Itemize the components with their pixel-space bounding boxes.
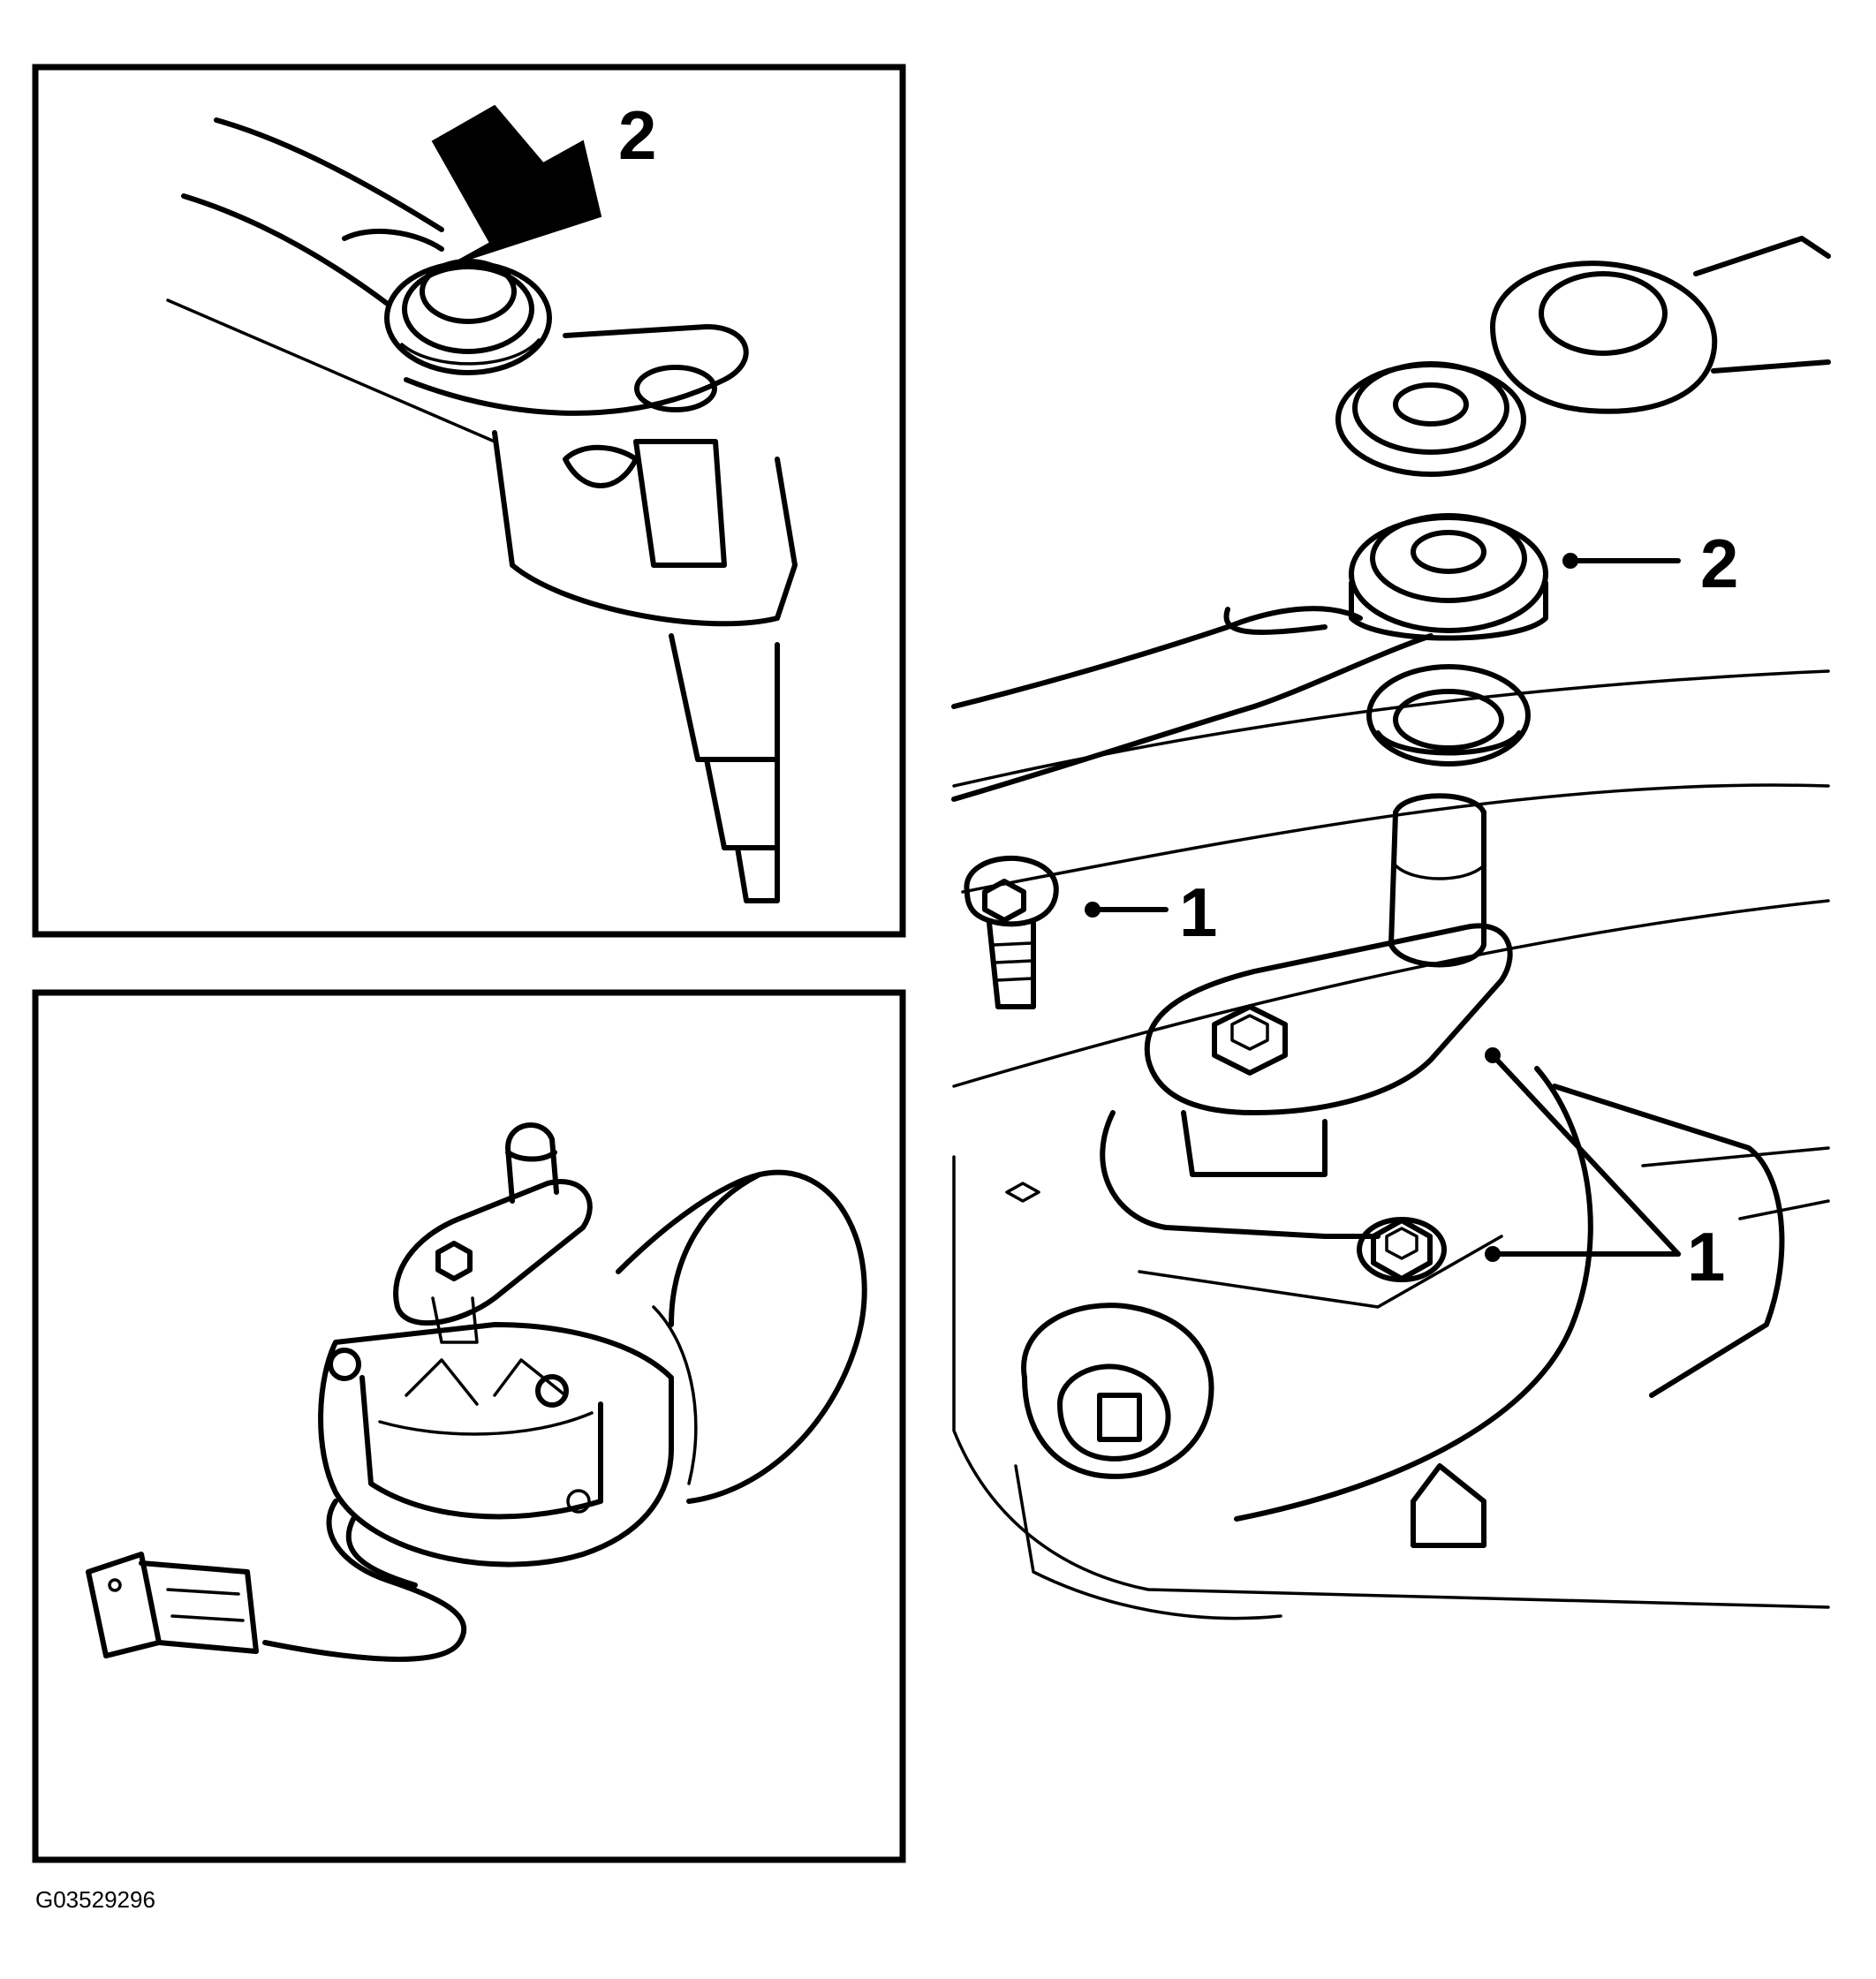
cowl-panel-outline	[952, 669, 1830, 1609]
motor-spindle-shaft	[1388, 793, 1486, 968]
wiring-harness-connector	[86, 1499, 467, 1662]
callout-label-2: 2	[1700, 525, 1738, 602]
motor-can	[616, 1169, 867, 1504]
ball-joint-socket	[384, 259, 552, 375]
inset-frame-bottom	[32, 989, 906, 1863]
motor-spindle	[492, 430, 798, 903]
housing-bolt	[1357, 1217, 1447, 1282]
main-gearbox-housing	[1014, 1066, 1785, 1620]
upper-bushing	[1335, 361, 1526, 477]
mounting-bolt	[964, 855, 1059, 1009]
inset-linkage-press-fit: 2	[32, 64, 906, 938]
linkage-arm	[166, 117, 496, 443]
upper-pivot-arm	[1490, 236, 1831, 414]
lower-bushing	[1366, 664, 1531, 767]
gearbox-housing	[318, 1322, 674, 1567]
locating-tab	[1005, 1182, 1040, 1203]
figure-id: G03529296	[35, 1886, 155, 1913]
callout-label-1-bolt: 1	[1179, 873, 1217, 951]
linkage-arm-pivot	[951, 513, 1548, 802]
callout-leaders	[1085, 553, 1681, 1262]
main-exploded-view: 2 1 1	[951, 236, 1831, 1620]
crank-plate	[404, 324, 749, 416]
callout-label-top-left: 2	[618, 96, 656, 174]
callout-label-1-housing: 1	[1687, 1218, 1725, 1295]
motor-crank-plate	[1144, 923, 1513, 1177]
press-arrow-icon	[431, 104, 602, 266]
motor-crank	[393, 1122, 593, 1344]
inset-wiper-motor	[32, 989, 906, 1863]
inset-frame-top	[32, 64, 906, 938]
